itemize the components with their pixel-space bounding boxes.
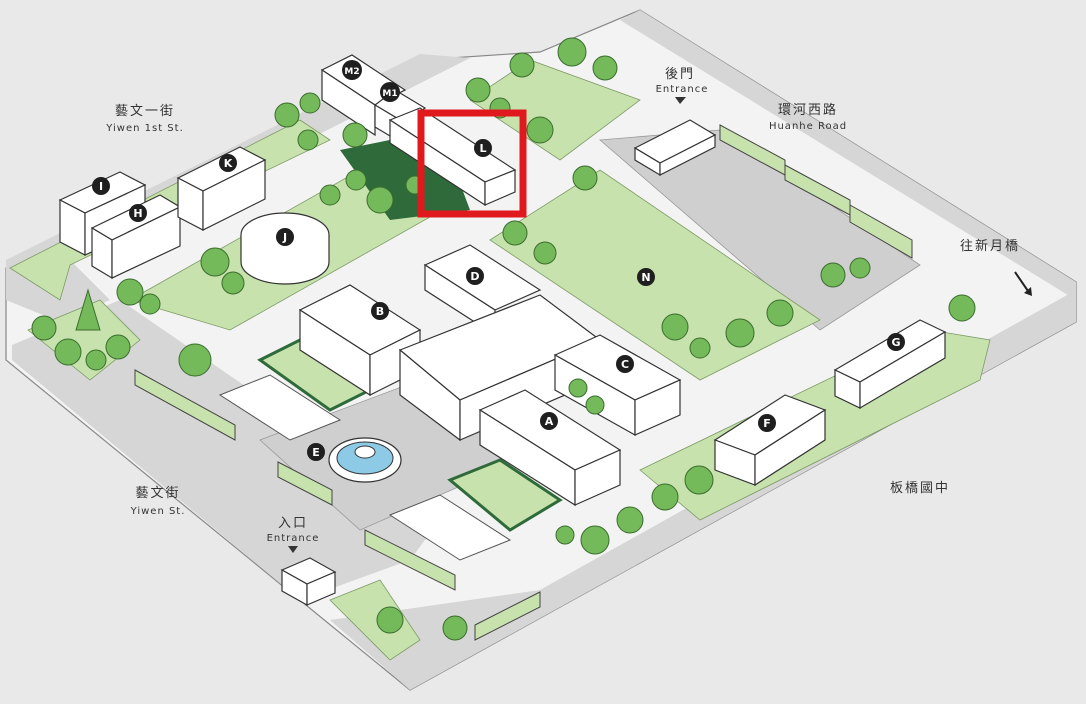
svg-text:I: I bbox=[99, 180, 103, 193]
badge-k[interactable]: K bbox=[219, 154, 237, 172]
svg-text:N: N bbox=[641, 271, 650, 284]
building-badges: I H K J M2 M1 L D B N C A E F G bbox=[92, 60, 905, 461]
label-back-entrance-en: Entrance bbox=[656, 84, 709, 95]
label-back-entrance-zh: 後門 bbox=[665, 67, 695, 82]
perimeter-walls bbox=[134, 124, 913, 641]
main-entrance-arrow-icon bbox=[288, 546, 298, 553]
court-south bbox=[388, 494, 512, 561]
svg-text:J: J bbox=[282, 231, 287, 244]
road-yiwen bbox=[12, 300, 440, 600]
trees bbox=[31, 37, 976, 641]
badge-l[interactable]: L bbox=[474, 139, 492, 157]
svg-text:M2: M2 bbox=[344, 67, 359, 77]
svg-text:F: F bbox=[763, 417, 771, 430]
back-entrance-arrow-icon bbox=[675, 97, 686, 104]
badge-b[interactable]: B bbox=[371, 302, 389, 320]
guardhouse-front[interactable] bbox=[280, 557, 337, 607]
label-yiwen-zh: 藝文街 bbox=[135, 486, 180, 501]
label-yiwen-1st-zh: 藝文一街 bbox=[115, 104, 175, 119]
fountain-e[interactable] bbox=[328, 437, 402, 483]
label-huanhe-zh: 環河西路 bbox=[778, 102, 838, 118]
badge-f[interactable]: F bbox=[758, 414, 776, 432]
badge-m2[interactable]: M2 bbox=[342, 60, 362, 80]
hedge-garden-south bbox=[447, 458, 563, 532]
building-j[interactable] bbox=[240, 212, 330, 285]
building-g[interactable] bbox=[833, 319, 947, 410]
svg-text:E: E bbox=[312, 446, 320, 459]
building-a[interactable] bbox=[478, 389, 622, 507]
highlight-building-l bbox=[417, 109, 527, 218]
svg-text:B: B bbox=[376, 305, 384, 318]
badge-g[interactable]: G bbox=[887, 333, 905, 351]
label-main-entrance-en: Entrance bbox=[267, 533, 320, 544]
badge-d[interactable]: D bbox=[466, 267, 484, 285]
badge-n[interactable]: N bbox=[637, 268, 655, 286]
road-huanhe bbox=[620, 10, 1076, 300]
court-west bbox=[218, 374, 342, 441]
label-yiwen-1st-en: Yiwen 1st St. bbox=[105, 123, 184, 134]
svg-text:G: G bbox=[891, 336, 900, 349]
label-to-xinyue: 往新月橋 bbox=[960, 238, 1020, 254]
label-yiwen-en: Yiwen St. bbox=[130, 506, 186, 517]
svg-text:L: L bbox=[479, 142, 486, 155]
lawn-entrance bbox=[329, 579, 421, 661]
svg-text:H: H bbox=[133, 207, 142, 220]
lawn-north bbox=[469, 59, 641, 161]
badge-j[interactable]: J bbox=[276, 228, 294, 246]
badge-c[interactable]: C bbox=[616, 355, 634, 373]
svg-text:M1: M1 bbox=[382, 89, 397, 99]
building-b[interactable] bbox=[298, 284, 422, 397]
svg-text:K: K bbox=[224, 157, 233, 170]
label-huanhe-en: Huanhe Road bbox=[769, 121, 847, 132]
to-xinyue-arrow-icon bbox=[1014, 271, 1032, 296]
badge-i[interactable]: I bbox=[92, 177, 110, 195]
label-banqiao-school: 板橋國中 bbox=[890, 481, 950, 496]
badge-e[interactable]: E bbox=[307, 443, 325, 461]
svg-text:A: A bbox=[545, 415, 554, 428]
guardhouse-back[interactable] bbox=[633, 119, 717, 177]
street-labels: 藝文一街 Yiwen 1st St. 藝文街 Yiwen St. 環河西路 Hu… bbox=[105, 102, 1020, 517]
badge-m1[interactable]: M1 bbox=[380, 82, 400, 102]
svg-text:D: D bbox=[470, 270, 479, 283]
badge-a[interactable]: A bbox=[540, 412, 558, 430]
svg-text:C: C bbox=[621, 358, 629, 371]
badge-h[interactable]: H bbox=[129, 204, 147, 222]
entrance-labels: 後門 Entrance 入口 Entrance bbox=[267, 67, 709, 544]
label-main-entrance-zh: 入口 bbox=[278, 516, 308, 531]
